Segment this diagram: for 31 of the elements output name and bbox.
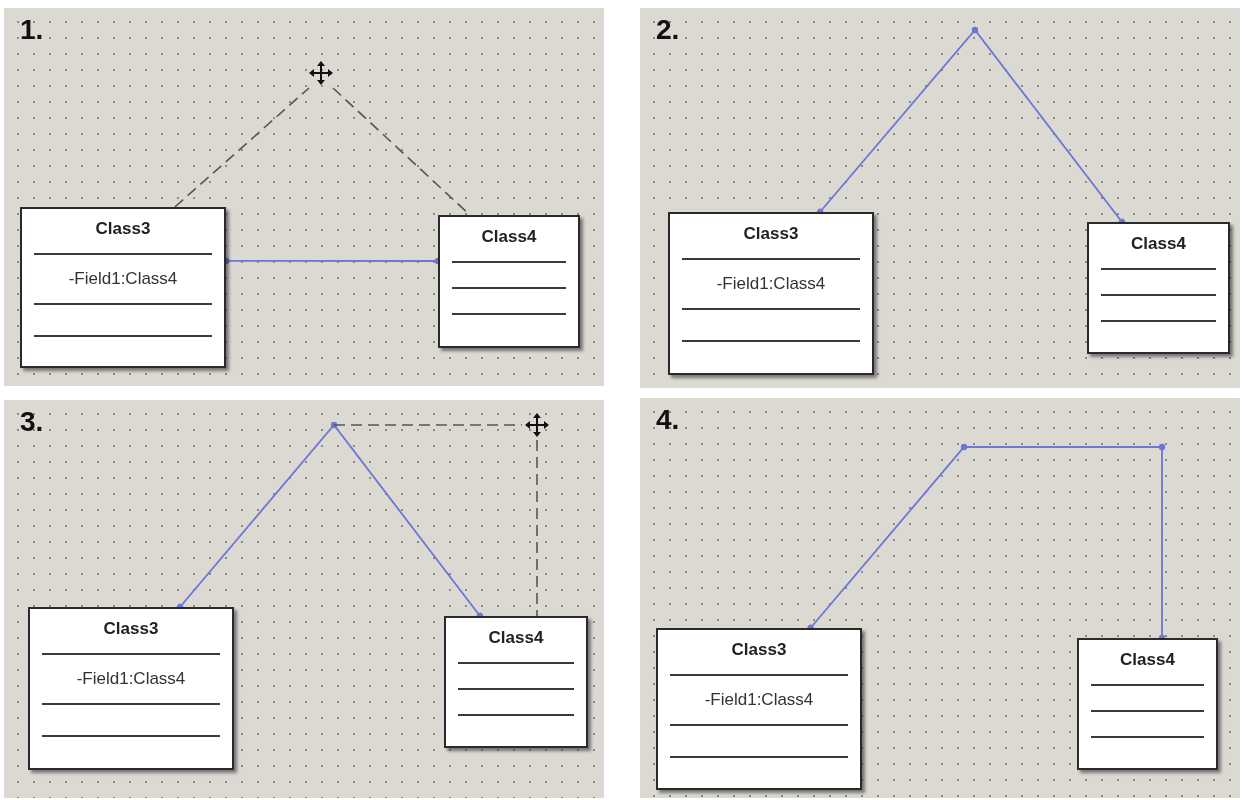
class-name: Class3 [742, 224, 800, 244]
dashed-guide-line [174, 87, 310, 208]
step-number: 1. [20, 14, 44, 46]
class-name: Class4 [1119, 650, 1176, 670]
class-box [1077, 638, 1218, 770]
step-number: 3. [20, 406, 44, 438]
dashed-guide-line [536, 439, 538, 617]
class-box [438, 215, 580, 348]
step-number: 4. [656, 404, 680, 436]
field-text: -Field1:Class4 [68, 269, 178, 289]
class-name: Class4 [487, 628, 545, 648]
field-text: -Field1:Class4 [716, 274, 826, 294]
field-text: -Field1:Class4 [76, 669, 186, 689]
diagram-panel [640, 8, 1240, 388]
class-box [656, 628, 862, 790]
class-name: Class4 [480, 227, 538, 247]
class-box [28, 607, 234, 770]
class-box [444, 616, 588, 748]
field-text: -Field1:Class4 [704, 690, 814, 710]
class-name: Class3 [730, 640, 788, 660]
diagram-panel [640, 398, 1240, 798]
diagram-panel [4, 8, 604, 386]
dashed-guide-line [333, 424, 523, 426]
class-box [20, 207, 226, 368]
class-box [668, 212, 874, 375]
step-number: 2. [656, 14, 680, 46]
class-name: Class3 [94, 219, 152, 239]
class-box [1087, 222, 1230, 354]
diagram-panel [4, 400, 604, 798]
class-name: Class4 [1130, 234, 1187, 254]
class-name: Class3 [102, 619, 160, 639]
